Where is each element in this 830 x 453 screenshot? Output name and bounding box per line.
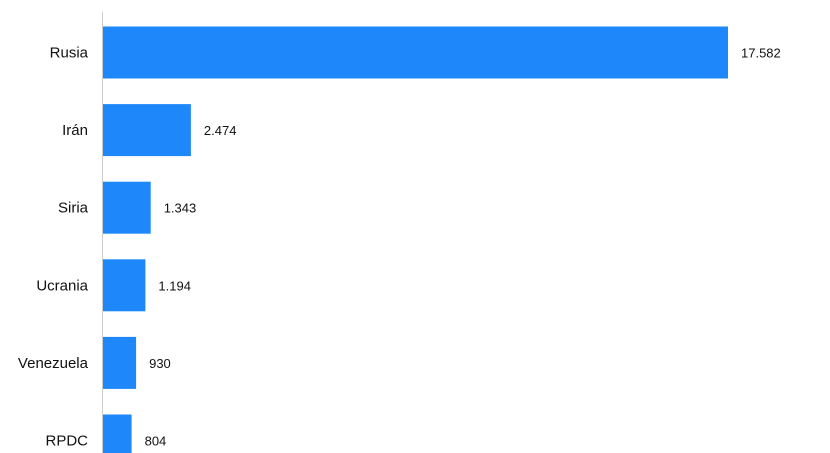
bars-group [103,26,728,453]
value-label: 930 [149,356,171,371]
bar-siria [103,181,151,234]
category-label: Venezuela [18,355,89,372]
value-label: 2.474 [204,123,237,138]
category-label: Ucrania [36,277,88,294]
value-labels-group: 17.582 2.474 1.343 1.194 930 804 [145,46,781,449]
value-label: 1.194 [158,278,191,293]
bar-iran [103,104,191,157]
category-label: Siria [58,200,89,217]
category-label: Rusia [50,45,89,62]
bar-venezuela [103,336,137,389]
bar-ucrania [103,259,146,312]
bar-rpdc [103,414,132,453]
category-label: Irán [62,122,88,139]
category-label: RPDC [45,433,88,450]
value-label: 17.582 [741,46,781,61]
value-label: 804 [145,434,167,449]
value-label: 1.343 [164,201,197,216]
bar-rusia [103,26,728,79]
